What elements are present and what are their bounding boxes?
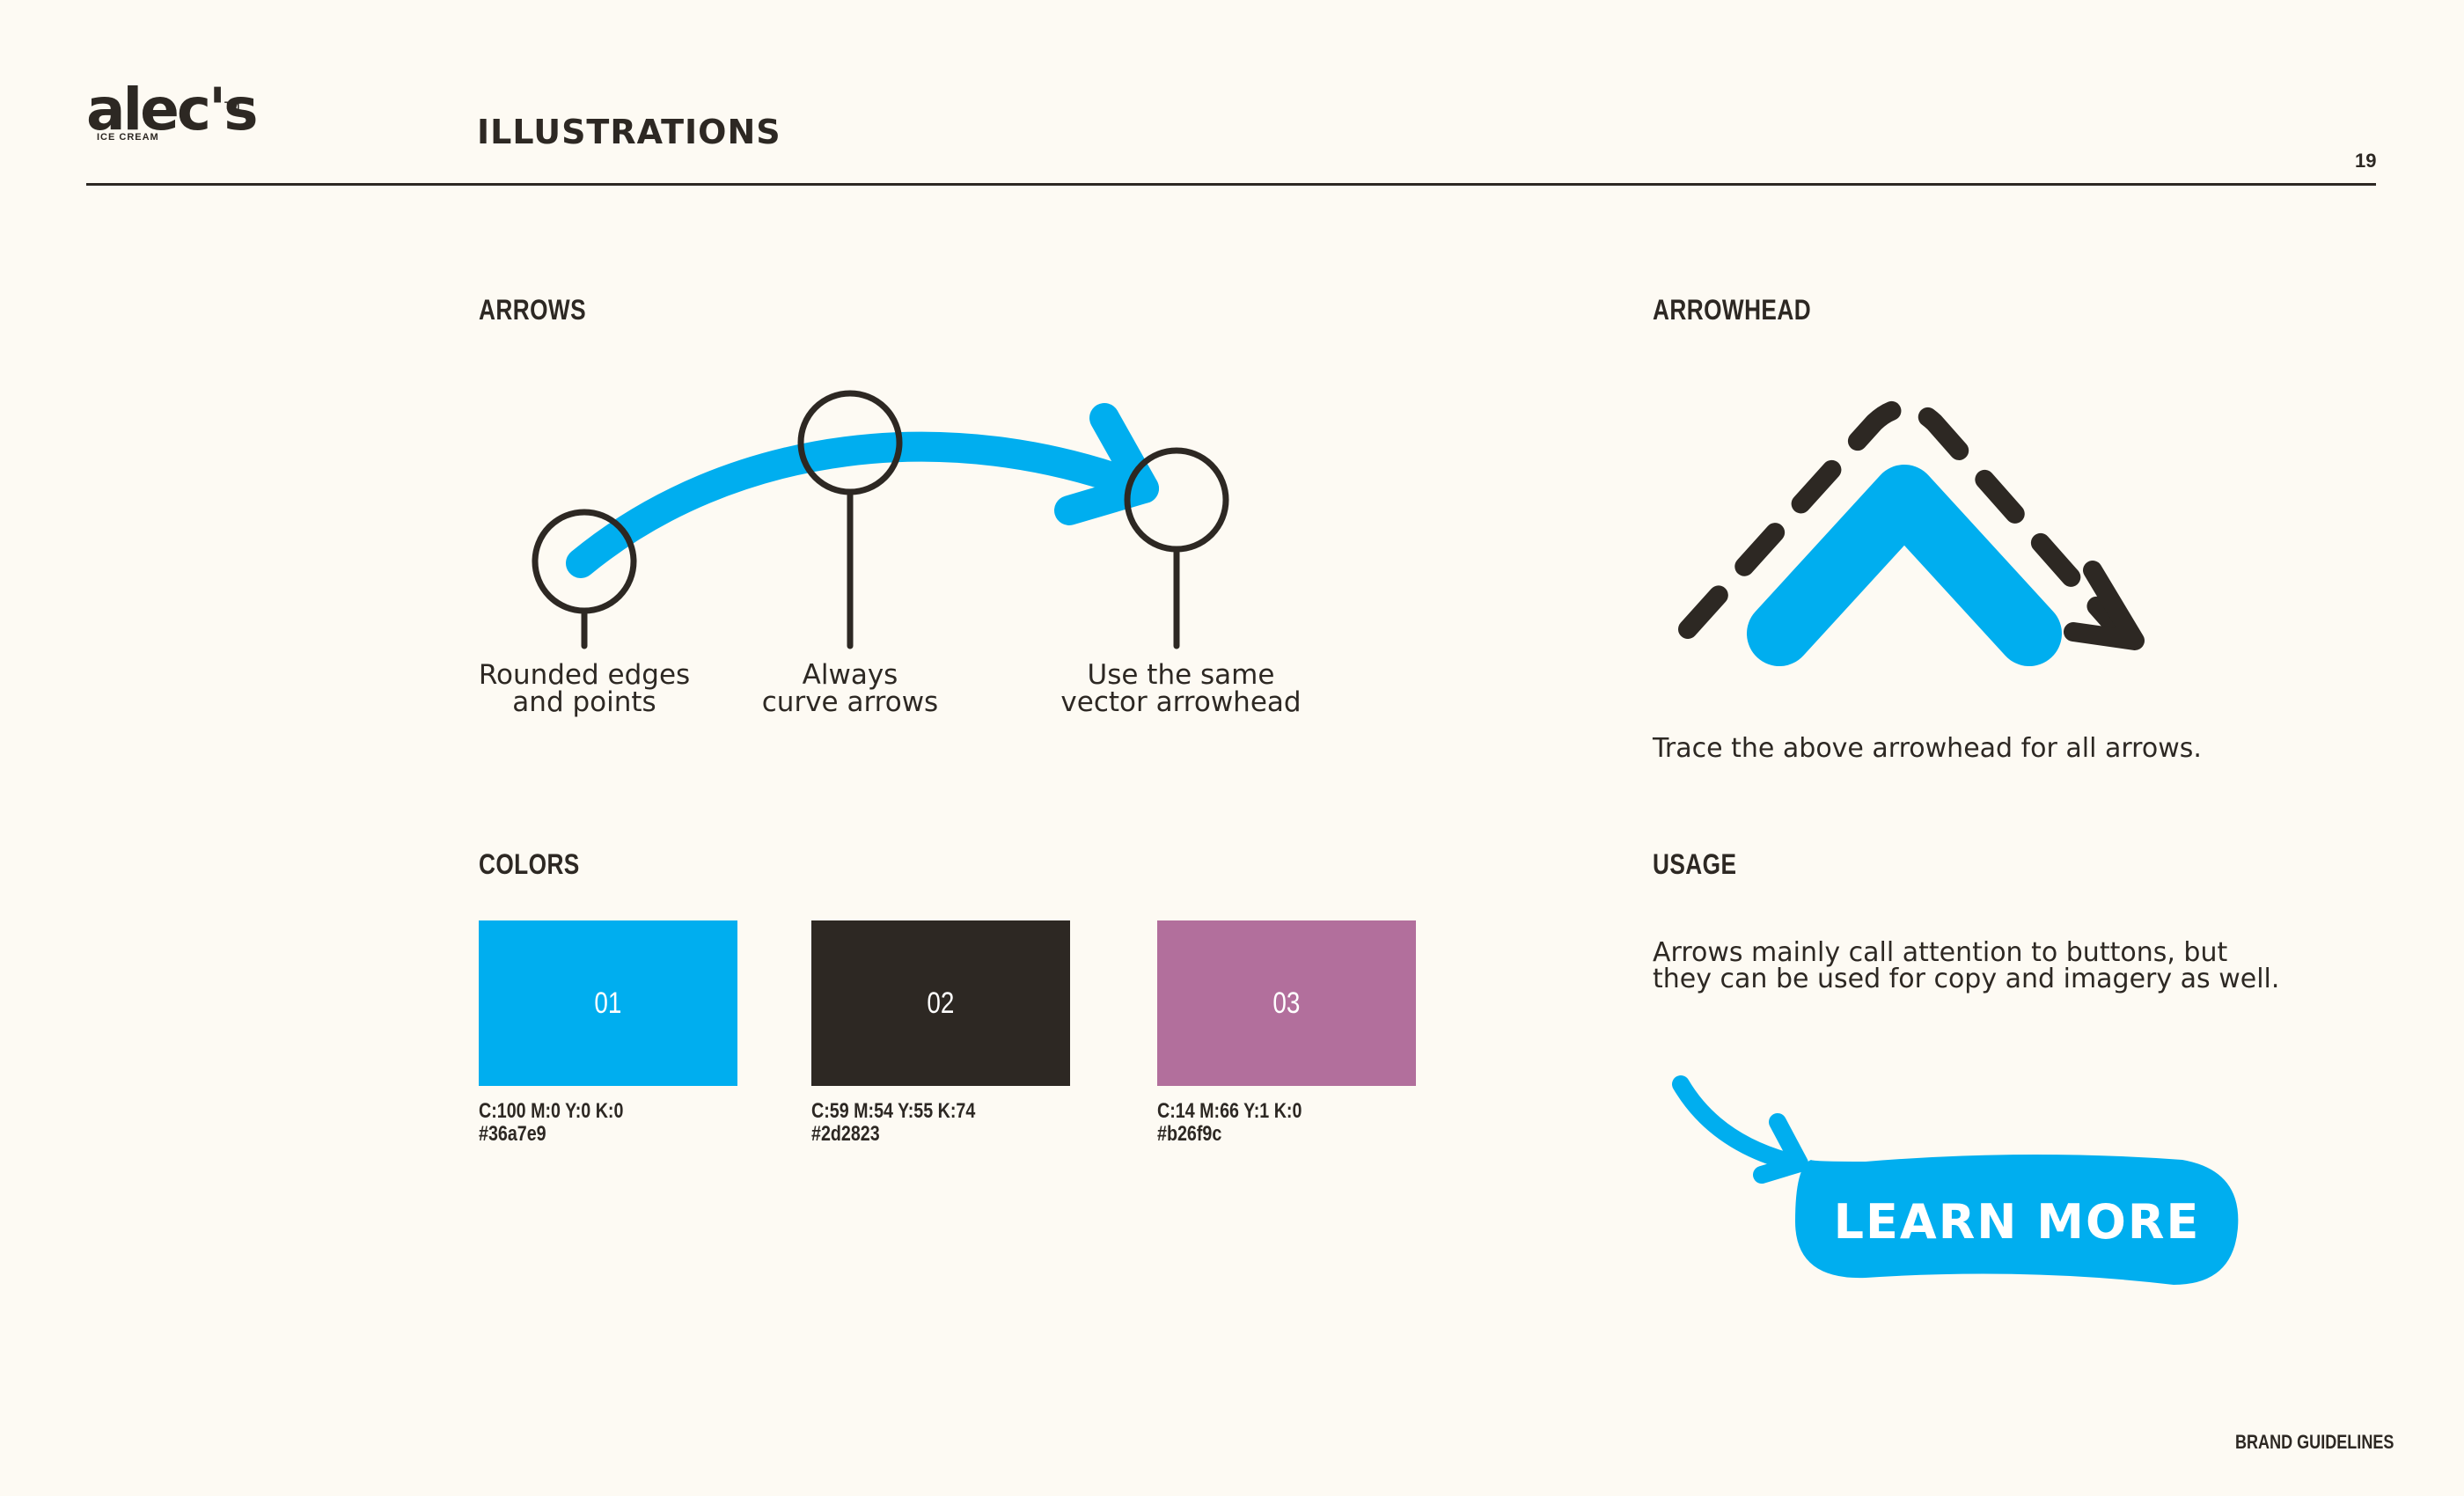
arrowhead-section-label: ARROWHEAD [1653, 294, 1812, 326]
color-swatch-blue: 01 [479, 920, 737, 1086]
brand-logo: alec's [86, 76, 259, 143]
swatch-spec-purple: C:14 M:66 Y:1 K:0#b26f9c [1157, 1099, 1302, 1147]
color-swatch-dark: 02 [811, 920, 1070, 1086]
footer-brand-guidelines: BRAND GUIDELINES [2235, 1431, 2394, 1453]
logo-trademark: TM [224, 99, 240, 112]
usage-section-label: USAGE [1653, 848, 1737, 880]
page-number: 19 [2355, 150, 2377, 172]
header-divider [86, 183, 2376, 186]
swatch-number: 01 [594, 986, 622, 1020]
arrows-section-label: ARROWS [479, 294, 586, 326]
swatch-spec-blue: C:100 M:0 Y:0 K:0#36a7e9 [479, 1099, 624, 1147]
learn-more-label: LEARN MORE [1833, 1193, 2201, 1250]
colors-section-label: COLORS [479, 848, 580, 880]
page-title: ILLUSTRATIONS [477, 113, 781, 151]
learn-more-button[interactable]: LEARN MORE [1795, 1160, 2239, 1283]
swatch-number: 02 [927, 986, 955, 1020]
swatch-spec-dark: C:59 M:54 Y:55 K:74#2d2823 [811, 1099, 976, 1147]
logo-subtitle: ICE CREAM [97, 132, 159, 143]
usage-description: Arrows mainly call attention to buttons,… [1653, 937, 2280, 994]
color-swatch-purple: 03 [1157, 920, 1416, 1086]
arrowhead-instruction: Trace the above arrowhead for all arrows… [1653, 733, 2202, 764]
swatch-number: 03 [1272, 986, 1301, 1020]
